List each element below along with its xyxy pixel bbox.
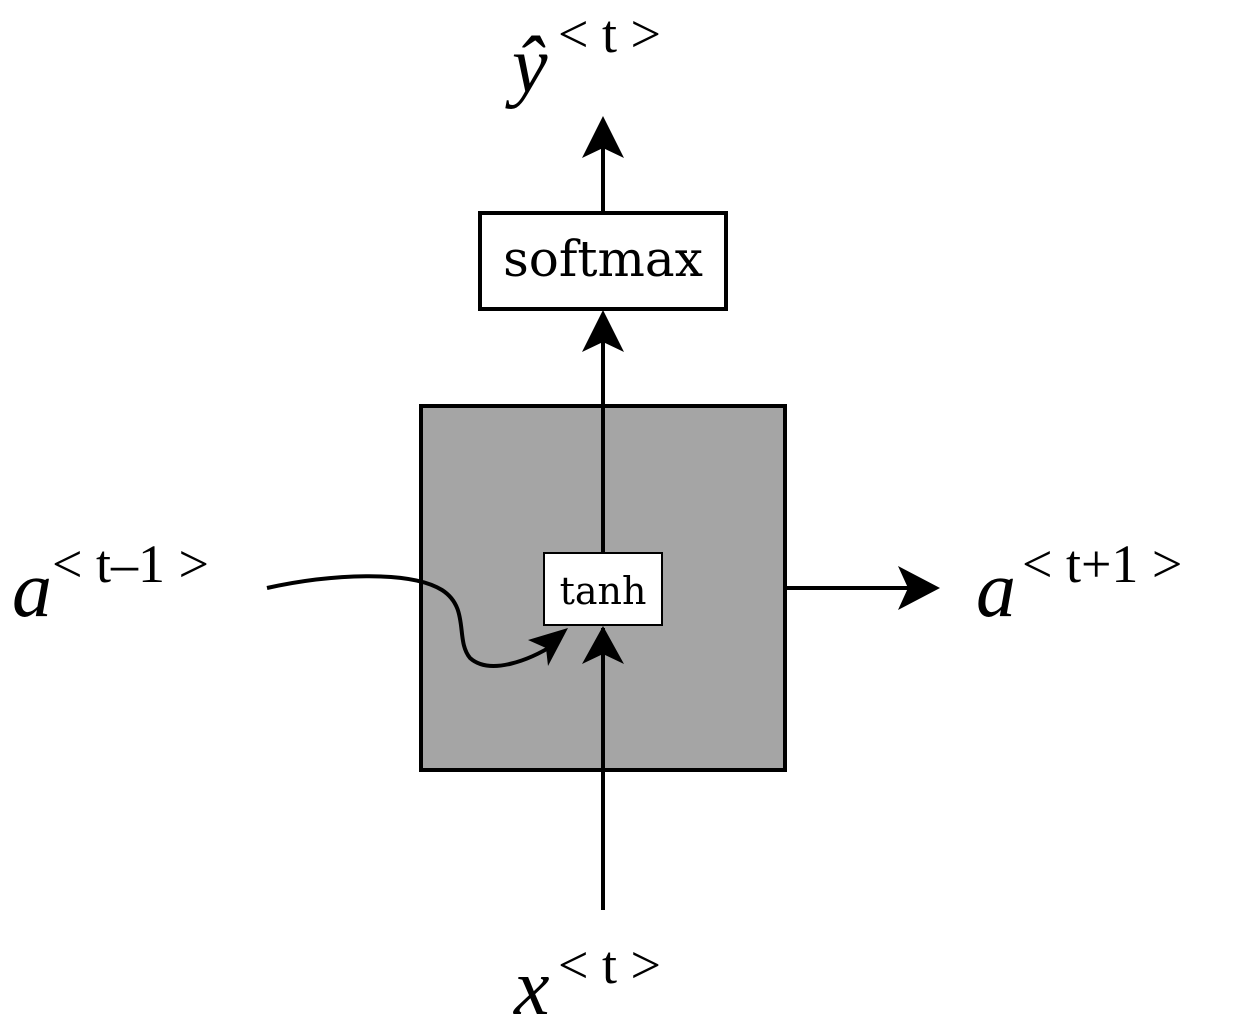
next-activation-base: a [976,546,1016,634]
prev-activation-base: a [12,546,52,634]
tanh-box [543,552,663,626]
softmax-to-output-arrowhead [582,116,624,158]
prev-activation-superscript: < t–1 > [52,534,209,594]
softmax-label: softmax [503,230,703,288]
tanh-to-softmax-arrowhead [582,310,624,352]
next-activation-superscript: < t+1 > [1022,534,1182,594]
prev-activation-arrow [266,574,557,668]
input-label: x < t > [513,935,661,1032]
input-base: x [513,944,550,1032]
softmax-box [478,211,728,311]
output-label: ŷ < t > [505,4,661,110]
next-activation-label: a < t+1 > [976,534,1182,634]
input-superscript: < t > [558,935,661,995]
prev-activation-arrowhead [528,628,568,666]
output-base: ŷ [505,22,548,110]
output-superscript: < t > [558,4,661,64]
prev-activation-label: a < t–1 > [12,534,209,634]
next-activation-arrowhead [898,566,940,610]
input-arrowhead [582,626,624,664]
tanh-label: tanh [560,569,647,613]
